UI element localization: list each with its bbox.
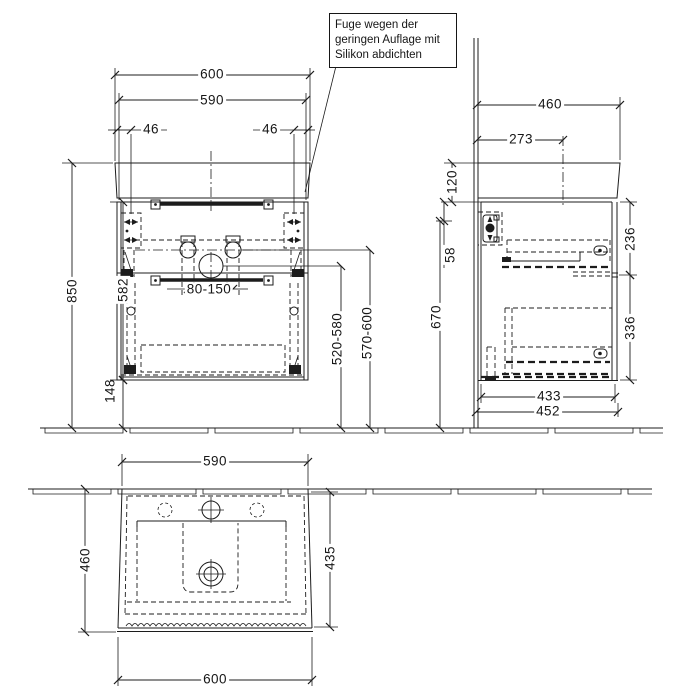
- dim-front-supply-height-range: 570-600: [359, 304, 375, 362]
- dim-plan-basin-depth: 435: [322, 544, 338, 572]
- dim-side-depth-incl-front: 452: [534, 403, 562, 419]
- dim-side-basin-height: 120: [444, 168, 460, 196]
- dim-plan-overall-width: 600: [201, 671, 229, 687]
- dim-front-drain-height-range: 520-580: [329, 310, 345, 368]
- dim-plan-cabinet-width: 590: [201, 453, 229, 469]
- dim-front-floor-clearance: 148: [102, 379, 118, 403]
- dim-side-overall-depth: 460: [536, 96, 564, 112]
- dim-front-right-offset: 46: [260, 121, 280, 137]
- optional-tap-hole-left: [158, 503, 172, 517]
- dim-plan-overall-depth: 460: [77, 546, 93, 574]
- dim-front-supply-spacing: 80-150: [184, 281, 234, 297]
- dim-front-overall-height: 850: [64, 277, 80, 305]
- annotation-line: Silikon abdichten: [335, 48, 422, 61]
- annotation-leader-line: [305, 66, 336, 192]
- dim-front-cabinet-width: 590: [198, 92, 226, 108]
- dim-front-cabinet-height: 582: [115, 276, 131, 304]
- dim-side-faucet-distance: 273: [507, 131, 535, 147]
- basin-bowl-outline: [183, 523, 238, 592]
- dim-front-overall-width: 600: [198, 66, 226, 82]
- annotation-callout: Fuge wegen der geringen Auflage mit Sili…: [329, 13, 457, 68]
- annotation-line: Fuge wegen der: [335, 19, 419, 31]
- plan-view-drawing: [28, 454, 652, 686]
- optional-tap-hole-right: [250, 503, 264, 517]
- dim-side-bracket-height: 670: [428, 303, 444, 331]
- dim-side-bracket-offset: 58: [442, 245, 458, 265]
- mounting-bracket: [478, 212, 502, 245]
- dim-front-left-offset: 46: [141, 121, 161, 137]
- silicone-joint-wavy-line: [126, 624, 306, 627]
- front-view-drawing: [62, 66, 370, 428]
- bracket-arrow-icons: [124, 219, 301, 243]
- dim-side-top-drawer-height: 236: [622, 225, 638, 253]
- dim-side-bottom-drawer-height: 336: [622, 314, 638, 342]
- dim-side-cabinet-depth: 433: [535, 388, 563, 404]
- floor-line: [40, 428, 663, 433]
- annotation-line: geringen Auflage mit: [335, 33, 440, 46]
